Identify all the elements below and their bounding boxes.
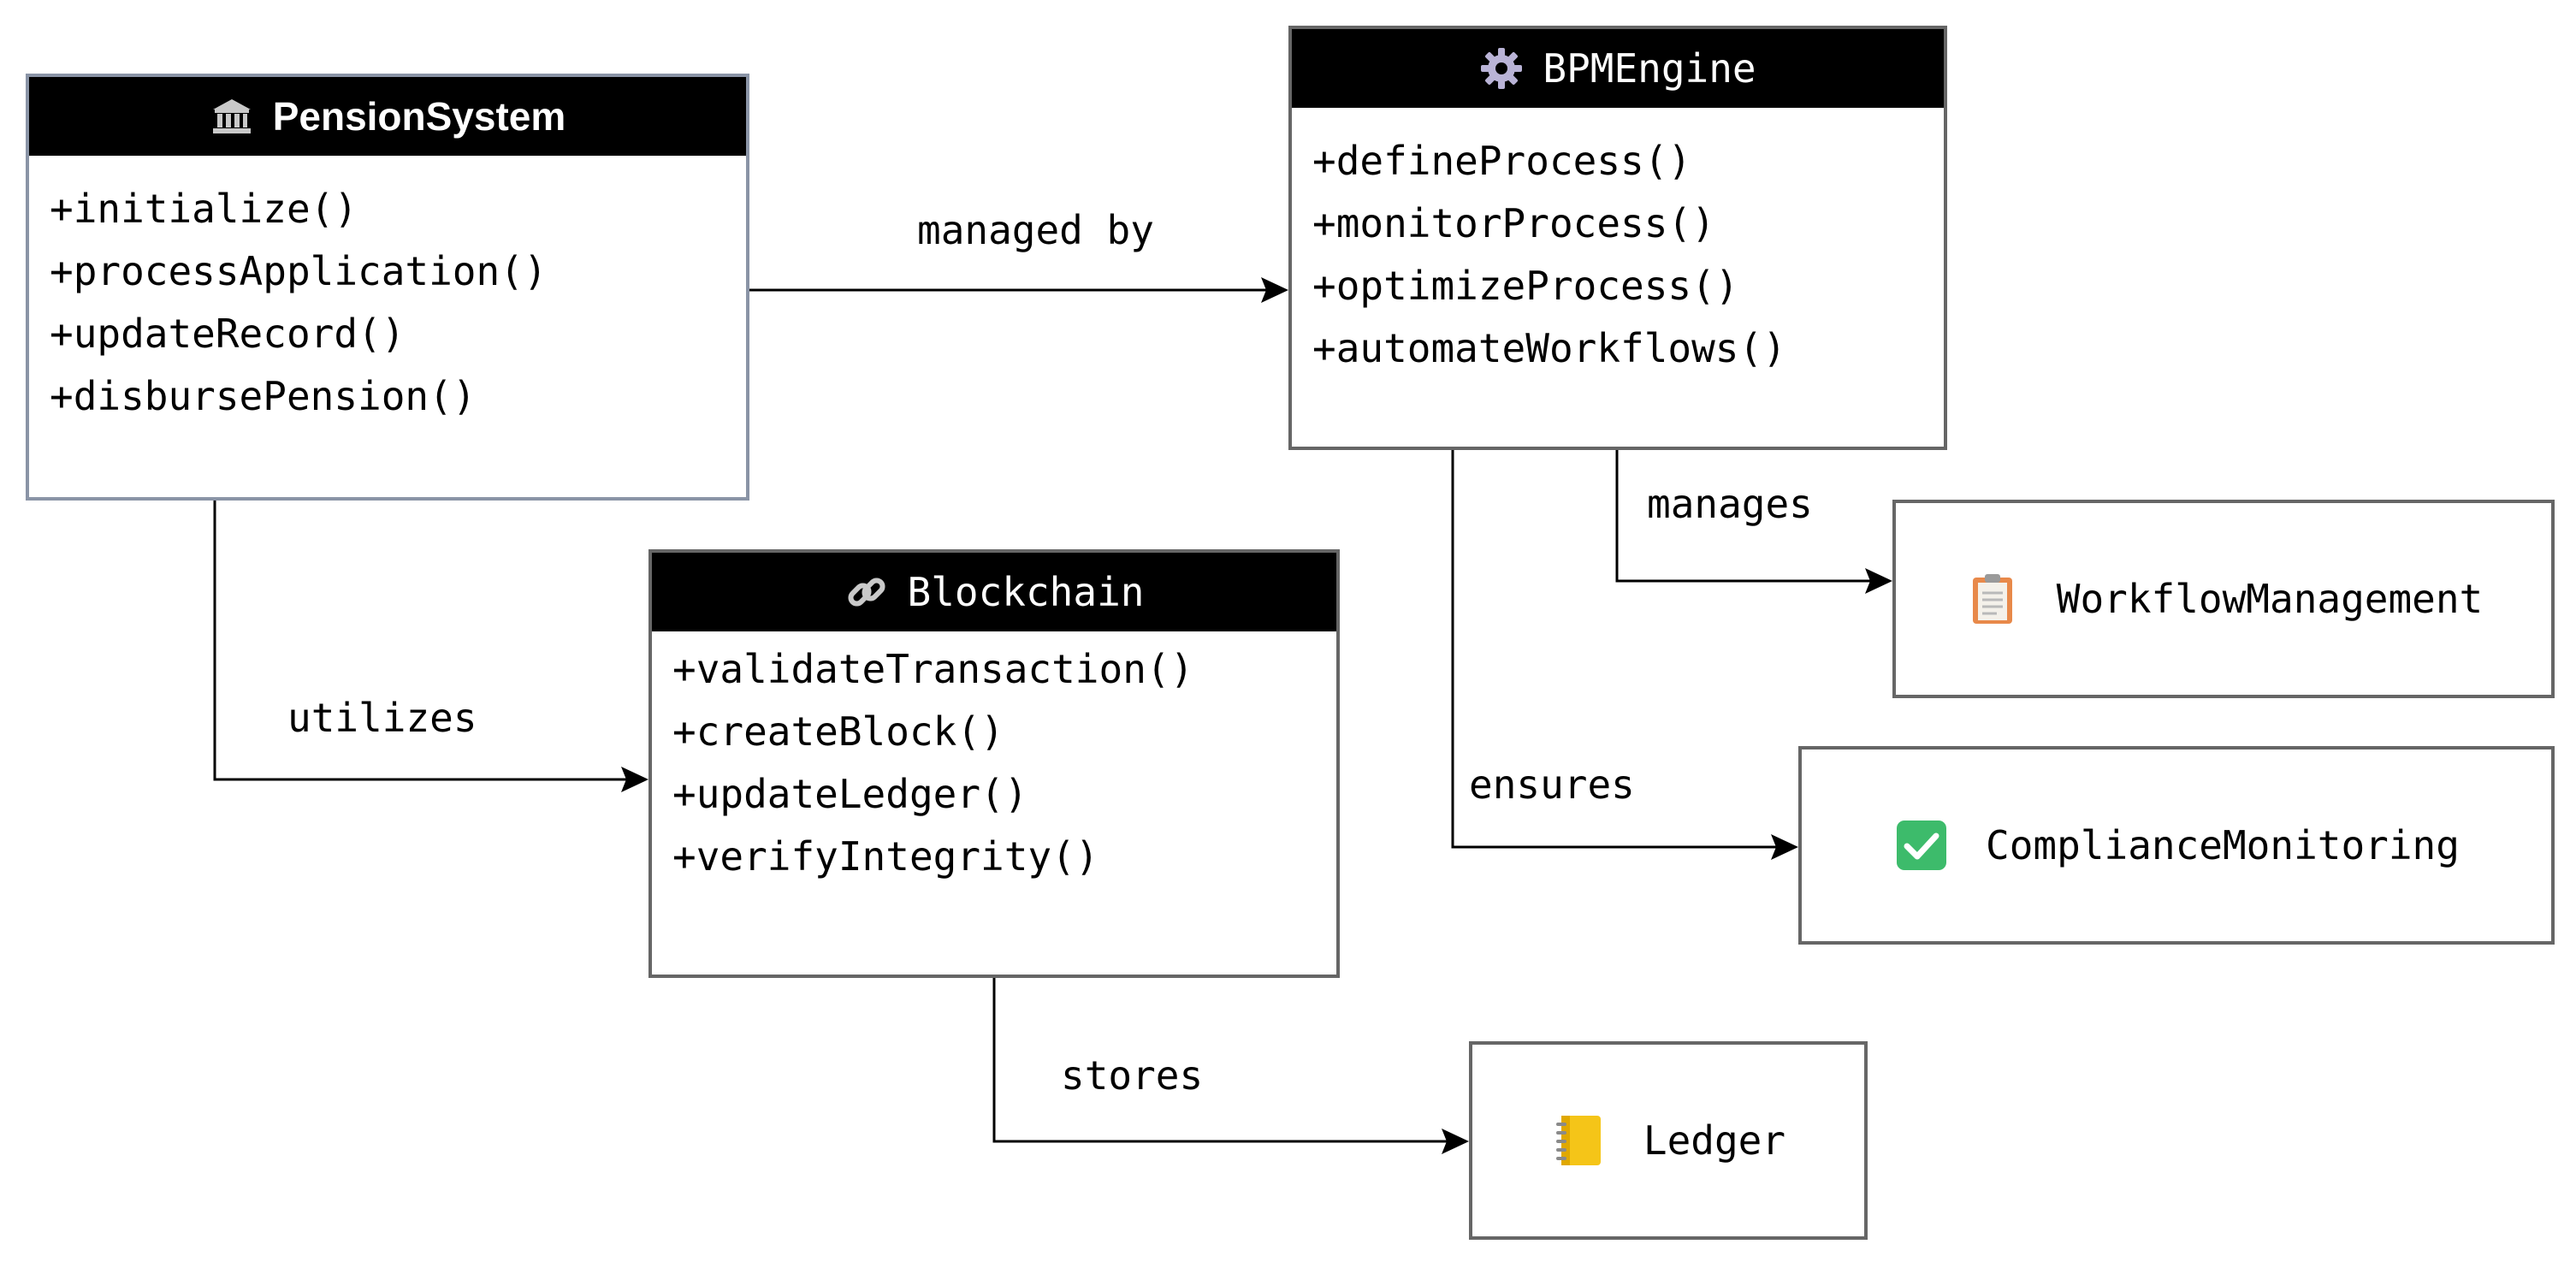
method-item: +optimizeProcess() bbox=[1312, 263, 1739, 309]
pension-system-header: PensionSystem bbox=[29, 77, 746, 156]
method-item: +defineProcess() bbox=[1312, 138, 1692, 184]
ledger-box[interactable]: Ledger bbox=[1469, 1041, 1868, 1240]
edge-label-manages: manages bbox=[1647, 481, 1813, 527]
compliance-monitoring-label: ComplianceMonitoring bbox=[1986, 822, 2460, 868]
method-item: +processApplication() bbox=[50, 248, 548, 294]
edge-label-utilizes: utilizes bbox=[287, 695, 477, 741]
method-item: +createBlock() bbox=[672, 708, 1004, 755]
edge-label-ensures: ensures bbox=[1469, 761, 1635, 808]
compliance-monitoring-box[interactable]: ComplianceMonitoring bbox=[1798, 746, 2555, 945]
edge-stores bbox=[992, 978, 1466, 1143]
pension-system-methods: +initialize() +processApplication() +upd… bbox=[29, 156, 746, 428]
blockchain-title: Blockchain bbox=[907, 569, 1145, 615]
clipboard-icon bbox=[1972, 574, 2012, 624]
arrowhead-managed-by bbox=[1261, 277, 1288, 303]
edge-manages bbox=[1615, 450, 1890, 583]
edge-ensures bbox=[1451, 450, 1796, 849]
bpm-engine-title: BPMEngine bbox=[1543, 45, 1756, 92]
edge-label-stores: stores bbox=[1061, 1052, 1204, 1099]
notebook-icon bbox=[1555, 1116, 1601, 1165]
arrowhead-manages bbox=[1865, 568, 1892, 594]
arrowhead-utilizes bbox=[621, 767, 648, 792]
method-item: +updateLedger() bbox=[672, 771, 1028, 817]
bank-icon bbox=[212, 99, 251, 133]
blockchain-class[interactable]: Blockchain +validateTransaction() +creat… bbox=[648, 549, 1340, 978]
checkmark-icon bbox=[1897, 821, 1947, 870]
method-item: +verifyIntegrity() bbox=[672, 833, 1099, 880]
gear-icon bbox=[1481, 48, 1523, 89]
pension-system-class[interactable]: PensionSystem +initialize() +processAppl… bbox=[26, 74, 749, 501]
arrowhead-ensures bbox=[1771, 834, 1798, 860]
ledger-label: Ledger bbox=[1643, 1117, 1786, 1164]
blockchain-methods: +validateTransaction() +createBlock() +u… bbox=[652, 631, 1336, 888]
bpm-engine-header: BPMEngine bbox=[1292, 29, 1944, 108]
arrowhead-stores bbox=[1442, 1129, 1469, 1154]
bpm-engine-methods: +defineProcess() +monitorProcess() +opti… bbox=[1292, 108, 1944, 380]
edge-utilizes bbox=[213, 501, 646, 781]
edge-label-managed-by: managed by bbox=[917, 207, 1154, 253]
method-item: +monitorProcess() bbox=[1312, 200, 1715, 246]
workflow-management-label: WorkflowManagement bbox=[2056, 576, 2484, 622]
method-item: +initialize() bbox=[50, 186, 358, 232]
workflow-management-box[interactable]: WorkflowManagement bbox=[1892, 500, 2555, 698]
method-item: +updateRecord() bbox=[50, 311, 406, 357]
method-item: +validateTransaction() bbox=[672, 646, 1194, 692]
bpm-engine-class[interactable]: BPMEngine +defineProcess() +monitorProce… bbox=[1288, 26, 1947, 450]
method-item: +disbursePension() bbox=[50, 373, 477, 419]
blockchain-header: Blockchain bbox=[652, 553, 1336, 631]
method-item: +automateWorkflows() bbox=[1312, 325, 1786, 371]
link-icon bbox=[847, 578, 885, 607]
pension-system-title: PensionSystem bbox=[272, 94, 566, 139]
